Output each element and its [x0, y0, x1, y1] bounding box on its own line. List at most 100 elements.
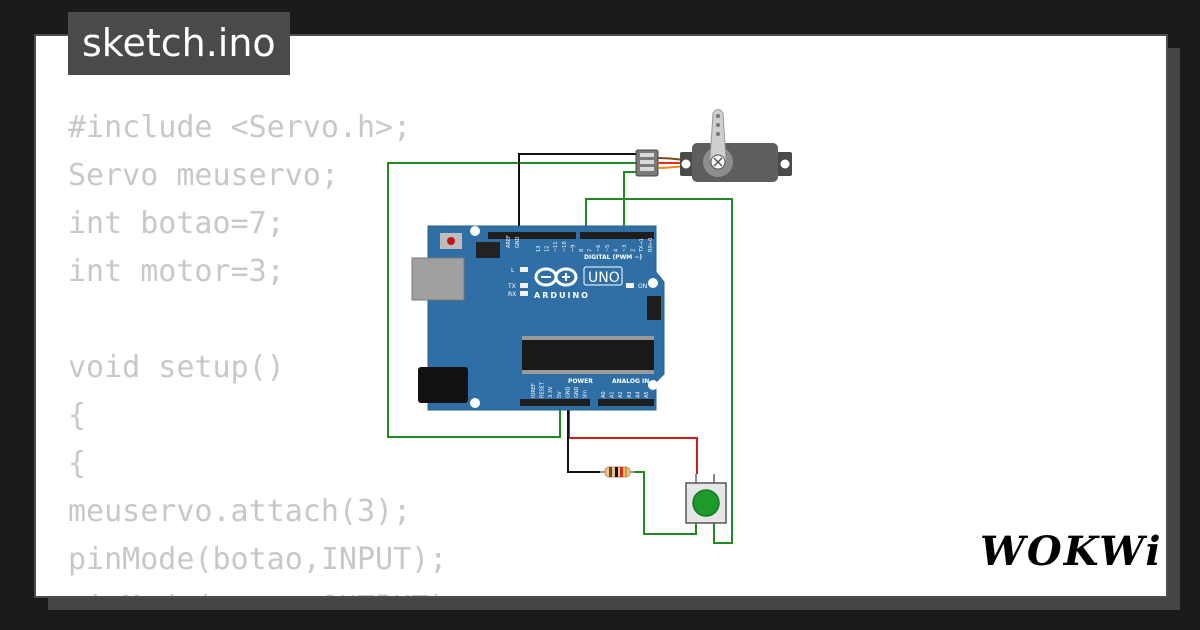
- wokwi-logo[interactable]: WOKWi: [980, 528, 1163, 575]
- code-line: Servo meuservo;: [68, 158, 339, 193]
- pin-label: ~11: [553, 241, 559, 252]
- servo-connector-pin: [640, 153, 654, 157]
- led-tx: [520, 283, 528, 288]
- gnd-label: GND: [515, 236, 521, 248]
- board-mount-hole: [648, 278, 658, 288]
- code-line: int botao=7;: [68, 206, 285, 241]
- uno-badge: [583, 266, 623, 286]
- pin-label: 7: [588, 249, 594, 252]
- pin-label: RESET: [540, 381, 546, 398]
- power-header: [520, 399, 590, 406]
- resistor-band: [625, 467, 627, 477]
- aref-label: AREF: [506, 235, 512, 248]
- servo-horn-hole: [716, 114, 720, 118]
- servo-horn-hole: [716, 123, 720, 127]
- pin-label: ~10: [562, 241, 568, 252]
- code-line: int motor=3;: [68, 254, 285, 289]
- pin-label: RX←0: [648, 238, 654, 252]
- atmega-chip: [522, 340, 654, 370]
- pin-label: 3.3V: [548, 386, 554, 398]
- code-line: meuservo.attach(3);: [68, 494, 412, 529]
- servo-mount-hole: [681, 159, 691, 169]
- pin-label: A0: [601, 391, 607, 398]
- pin-label: A2: [618, 391, 624, 398]
- led-rx: [520, 291, 528, 296]
- pin-label: 4: [613, 249, 619, 252]
- pin-label: ~3: [622, 245, 628, 252]
- code-line: {: [68, 398, 87, 433]
- pin-label: ~6: [596, 245, 602, 252]
- pin-label: A4: [635, 391, 641, 398]
- led-rx-label: RX: [508, 291, 516, 298]
- wire-black-gnd-resistor[interactable]: [567, 404, 600, 473]
- power-jack: [418, 367, 468, 403]
- servo-connector-pin: [640, 160, 654, 164]
- icsp-header-right: [647, 296, 661, 320]
- chip-pins-bottom: [522, 370, 654, 374]
- code-line: {: [68, 446, 87, 481]
- resistor-band: [620, 467, 623, 477]
- pin-label: GND: [574, 386, 580, 398]
- led-on-label: ON: [638, 283, 647, 290]
- resistor-band: [609, 467, 612, 477]
- file-tab[interactable]: sketch.ino: [68, 12, 290, 75]
- analog-label: ANALOG IN: [612, 378, 649, 385]
- pin-label: A1: [610, 391, 616, 398]
- servo-motor[interactable]: [635, 109, 792, 183]
- pin-label: TX→1: [639, 238, 645, 253]
- digital-header-right: [580, 232, 654, 239]
- pin-label: 5V: [557, 391, 563, 398]
- wire-green-servo-5v[interactable]: [387, 162, 640, 438]
- board-model: UNO: [588, 270, 620, 286]
- code-line: void setup(): [68, 350, 285, 385]
- wire-green-resistor-button[interactable]: [634, 471, 697, 535]
- pin-label: IOREF: [531, 383, 537, 398]
- preview-card: #include <Servo.h>; Servo meuservo; int bo…: [34, 34, 1168, 598]
- board-mount-hole: [470, 398, 480, 408]
- power-label: POWER: [568, 378, 593, 385]
- wire-green-button-pin7[interactable]: [585, 198, 733, 544]
- code-line: pinMode(motor,OUTPUT);: [68, 584, 465, 596]
- code-line: pinMode(botao,INPUT);: [68, 542, 448, 577]
- pin-label: 12: [545, 246, 551, 252]
- icsp-header: [476, 242, 500, 258]
- button-cap[interactable]: [692, 489, 720, 517]
- led-on: [626, 283, 634, 288]
- digital-header-left: [488, 232, 576, 239]
- pin-label: A5: [644, 391, 650, 398]
- pin-label: Vin: [583, 390, 589, 398]
- reset-button-cap: [447, 237, 455, 245]
- wire-red-5v-button[interactable]: [568, 404, 698, 474]
- board-logo-text: ARDUINO: [534, 291, 590, 300]
- board-mount-hole: [470, 226, 480, 236]
- servo-connector-pin: [640, 167, 654, 171]
- board-mount-hole: [648, 380, 658, 390]
- digital-label: DIGITAL (PWM ~): [584, 254, 642, 261]
- push-button[interactable]: [685, 474, 727, 524]
- pin-label: 8: [579, 249, 585, 252]
- pin-label: ~9: [570, 245, 576, 252]
- servo-mount-hole: [780, 159, 790, 169]
- pin-label: ~5: [605, 245, 611, 252]
- resistor-band: [615, 467, 618, 477]
- wire-green-servo-signal[interactable]: [623, 171, 640, 234]
- chip-pins-top: [522, 336, 654, 340]
- usb-port: [411, 257, 465, 301]
- analog-header: [598, 399, 654, 406]
- pin-label: 13: [536, 246, 542, 252]
- arduino-infinity-logo-icon: [534, 267, 578, 287]
- resistor[interactable]: [600, 466, 634, 478]
- wire-black-servo-gnd[interactable]: [518, 153, 640, 234]
- led-l-label: L: [511, 267, 515, 274]
- code-editor[interactable]: #include <Servo.h>; Servo meuservo; int bo…: [68, 104, 465, 596]
- led-tx-label: TX: [507, 283, 516, 290]
- code-line: #include <Servo.h>;: [68, 110, 412, 145]
- pin-label: A3: [627, 391, 633, 398]
- pin-label: GND: [565, 386, 571, 398]
- led-l: [520, 267, 528, 272]
